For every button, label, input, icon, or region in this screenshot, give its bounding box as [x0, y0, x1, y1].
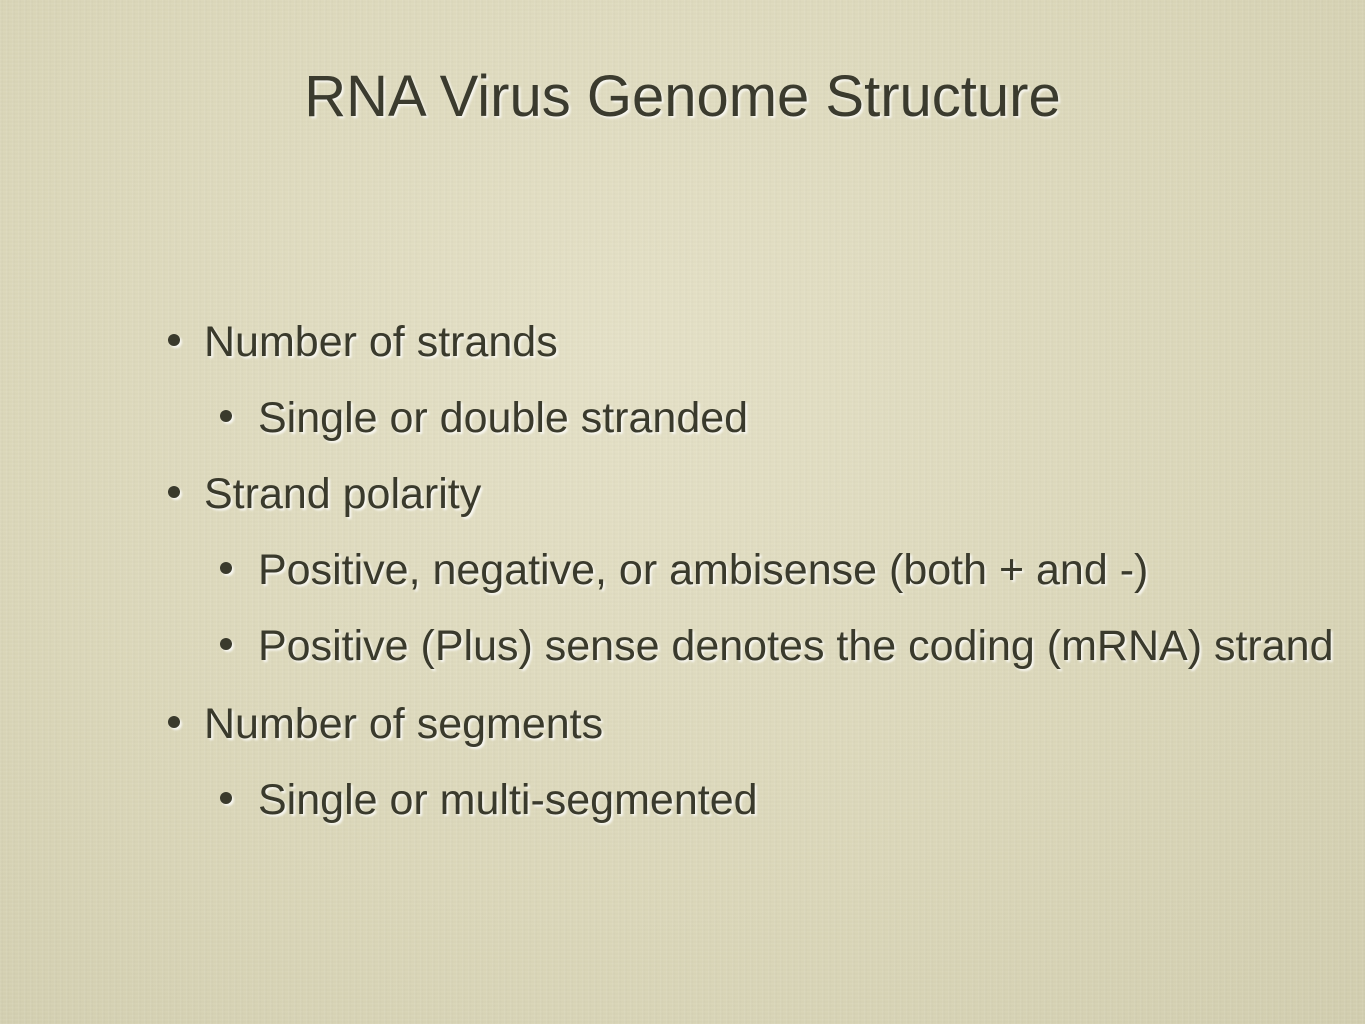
bullet-text: Single or multi-segmented [258, 776, 758, 824]
bullet-text: Strand polarity [204, 470, 482, 518]
bullet-text: Positive (Plus) sense denotes the coding… [258, 622, 1334, 670]
bullet-item: Number of strands [160, 312, 1340, 372]
bullet-text: Number of segments [204, 700, 604, 748]
bullet-dot-icon [220, 410, 232, 422]
bullet-dot-icon [168, 334, 180, 346]
bullet-text: Number of strands [204, 318, 558, 366]
sub-bullet-item: Positive, negative, or ambisense (both +… [160, 540, 1340, 600]
bullet-text: Positive, negative, or ambisense (both +… [258, 546, 1149, 594]
bullet-dot-icon [220, 562, 232, 574]
bullet-dot-icon [168, 486, 180, 498]
sub-bullet-item: Single or double stranded [160, 388, 1340, 448]
bullet-text: Single or double stranded [258, 394, 749, 442]
sub-bullet-item: Single or multi-segmented [160, 770, 1340, 830]
bullet-dot-icon [168, 716, 180, 728]
bullet-dot-icon [220, 638, 232, 650]
bullet-item: Number of segments [160, 694, 1340, 754]
bullet-item: Strand polarity [160, 464, 1340, 524]
bullet-dot-icon [220, 792, 232, 804]
bullet-list: Number of strands Single or double stran… [160, 312, 1340, 846]
sub-bullet-item: Positive (Plus) sense denotes the coding… [160, 616, 1340, 676]
slide-title: RNA Virus Genome Structure [304, 64, 1061, 129]
